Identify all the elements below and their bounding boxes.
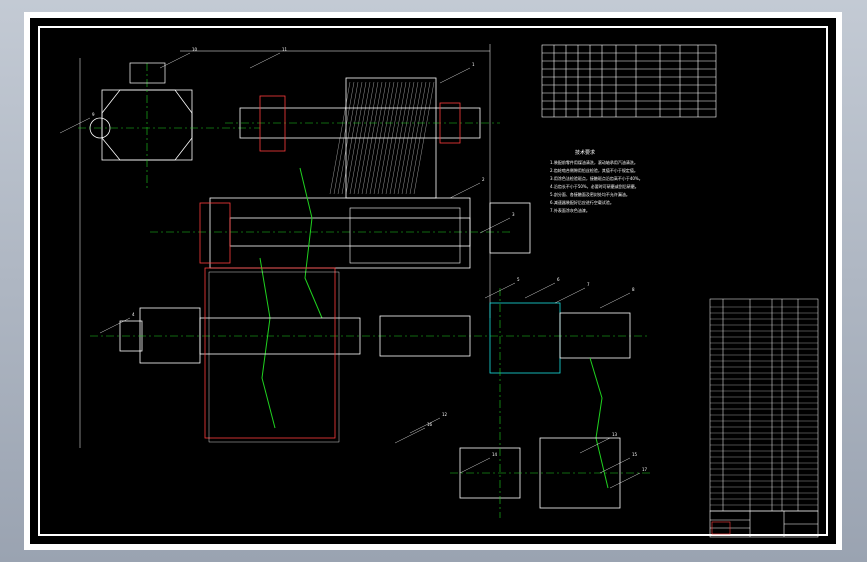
callout-4: 4: [132, 312, 135, 317]
output-coupling: [139, 307, 201, 364]
leader-line: [409, 417, 441, 434]
spline-shaft: [559, 312, 631, 359]
tech-line-2: 2.齿轮啮合侧隙用铅丝检验，其值不小于规定值。: [550, 167, 638, 173]
tech-line-6: 6.减速器装配好后应进行空载试验。: [550, 199, 614, 205]
callout-6: 6: [557, 277, 560, 282]
leader-line: [599, 457, 631, 474]
callout-7: 7: [587, 282, 590, 287]
parameter-table: [541, 44, 717, 118]
bearing-seat: [199, 202, 231, 264]
leader-line: [554, 287, 586, 304]
leader-line: [394, 427, 426, 444]
assembly-drawing: 技术要求 1.装配前零件用煤油清洗，滚动轴承用汽油清洗。 2.齿轮啮合侧隙用铅丝…: [59, 44, 819, 538]
leader-line: [449, 182, 481, 199]
gear-tooth-profile: [259, 257, 276, 429]
leader-line: [459, 457, 491, 474]
gear-body: [349, 207, 461, 264]
callout-11: 11: [282, 47, 288, 52]
callout-17: 17: [642, 467, 648, 472]
leader-line: [249, 52, 281, 69]
gear-tooth-profile: [589, 357, 609, 489]
parts-list: [709, 298, 819, 512]
gear-hub: [489, 302, 561, 374]
intermediate-housing: [209, 197, 471, 269]
tech-requirements-heading: 技术要求: [575, 149, 595, 156]
callout-15: 15: [632, 452, 638, 457]
leader-line: [579, 437, 611, 454]
detail-part: [539, 437, 621, 509]
shaft-coupling: [489, 202, 531, 254]
callout-1: 1: [472, 62, 475, 67]
tech-requirements: 技术要求 1.装配前零件用煤油清洗，滚动轴承用汽油清洗。 2.齿轮啮合侧隙用铅丝…: [550, 149, 643, 213]
callout-8: 8: [632, 287, 635, 292]
housing-inner: [208, 271, 340, 443]
callout-5: 5: [517, 277, 520, 282]
leader-line: [524, 282, 556, 299]
gear-tooth-profile: [299, 167, 323, 319]
leader-line: [159, 52, 191, 69]
leader-line: [59, 117, 91, 134]
tech-line-1: 1.装配前零件用煤油清洗，滚动轴承用汽油清洗。: [550, 159, 638, 165]
callout-2: 2: [482, 177, 485, 182]
callout-13: 13: [612, 432, 618, 437]
bearing: [259, 95, 286, 152]
leader-line: [484, 282, 516, 299]
drawing-sheet: 技术要求 1.装配前零件用煤油清洗，滚动轴承用汽油清洗。 2.齿轮啮合侧隙用铅丝…: [24, 12, 842, 550]
leader-line: [99, 317, 131, 334]
bearing: [439, 102, 461, 144]
tech-line-3: 3.用涂色法检验斑点，接触斑点沿齿高不小于40%。: [550, 175, 643, 181]
tech-line-5: 5.剖分面、各接触面及密封处均不允许漏油。: [550, 191, 630, 197]
leader-line: [599, 292, 631, 309]
motor-outline: [101, 89, 193, 161]
leader-line: [439, 67, 471, 84]
callout-16: 16: [427, 422, 433, 427]
title-block: [709, 510, 819, 538]
lower-housing: [204, 267, 336, 439]
drawing-canvas: 技术要求 1.装配前零件用煤油清洗，滚动轴承用汽油清洗。 2.齿轮啮合侧隙用铅丝…: [30, 18, 836, 544]
leader-line: [609, 472, 641, 489]
drawing-border: [38, 26, 828, 536]
input-shaft: [239, 107, 481, 139]
leader-line: [479, 217, 511, 234]
callout-3: 3: [512, 212, 515, 217]
callout-12: 12: [442, 412, 448, 417]
tech-line-7: 7.外表面涂灰色油漆。: [550, 207, 590, 213]
callout-14: 14: [492, 452, 498, 457]
motor-top: [129, 62, 166, 84]
sleeve: [379, 315, 471, 357]
callout-10: 10: [192, 47, 198, 52]
tech-line-4: 4.沿齿长不小于50%，必要时可研磨或刮后研磨。: [550, 183, 639, 189]
callout-9: 9: [92, 112, 95, 117]
